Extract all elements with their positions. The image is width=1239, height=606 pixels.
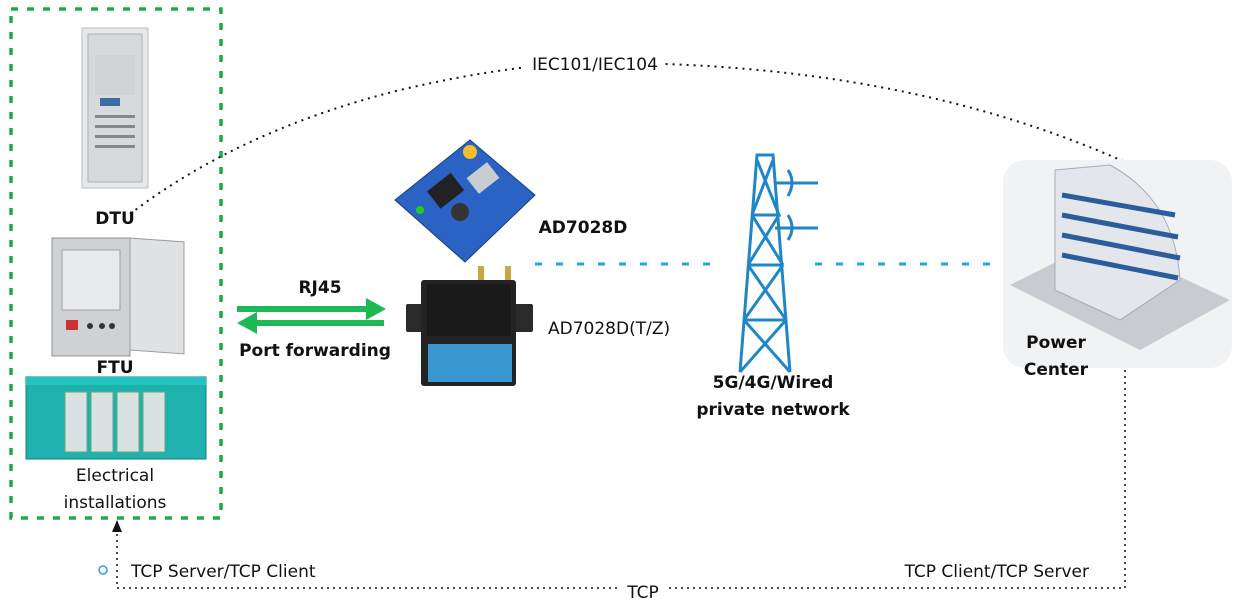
port-forwarding-label: Port forwarding — [239, 341, 391, 361]
ad7028d-router-image — [406, 266, 533, 386]
electrical-label-line1: Electrical — [76, 466, 154, 486]
field-devices-box — [9, 7, 223, 520]
ftu-label: FTU — [96, 358, 133, 378]
board-label: AD7028D — [539, 218, 628, 238]
router-label: AD7028D(T/Z) — [548, 319, 670, 339]
network-label-line1: 5G/4G/Wired — [713, 373, 834, 393]
switchgear-image — [25, 376, 207, 460]
tcp-arrowhead — [112, 520, 122, 532]
dtu-cabinet-image — [81, 27, 149, 189]
protocol-label: IEC101/IEC104 — [532, 55, 658, 75]
circle-marker-icon — [98, 565, 108, 575]
ftu-cabinet-image — [51, 237, 185, 357]
rj45-arrows — [237, 298, 386, 334]
iec-protocol-link — [129, 61, 1126, 215]
tcp-link — [116, 370, 1126, 589]
tcp-left-label: TCP Server/TCP Client — [130, 562, 316, 582]
tcp-right-label: TCP Client/TCP Server — [903, 562, 1089, 582]
rj45-label: RJ45 — [298, 278, 341, 298]
ad7028d-board-image — [394, 139, 536, 263]
electrical-label-line2: installations — [64, 493, 167, 513]
cell-tower-icon — [738, 153, 818, 373]
power-center-building-image — [1003, 160, 1232, 368]
center-label-line1: Power — [1026, 333, 1086, 353]
center-label-line2: Center — [1024, 360, 1089, 380]
network-label-line2: private network — [696, 400, 850, 420]
dtu-label: DTU — [95, 209, 135, 229]
tcp-label: TCP — [626, 583, 659, 603]
